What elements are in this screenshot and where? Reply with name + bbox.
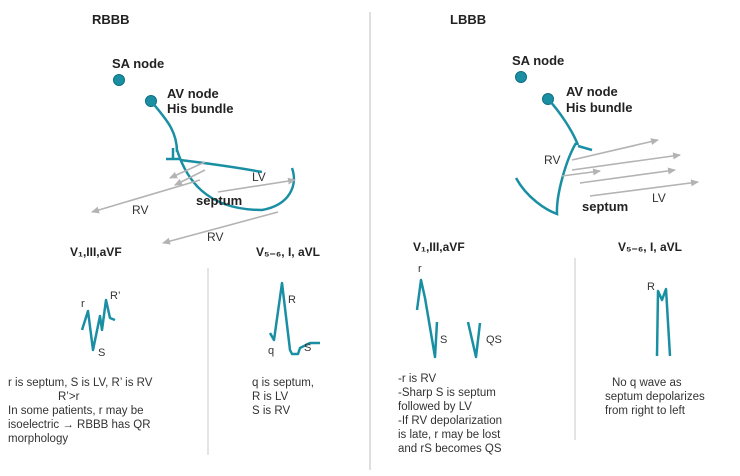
rbbb-v1-wave bbox=[80, 298, 116, 352]
lbbb-note-line-5: is late, r may be lost bbox=[398, 429, 501, 441]
lbbb-qs-wave bbox=[466, 321, 482, 359]
rbbb-his-bundle-label: His bundle bbox=[167, 101, 234, 116]
rbbb-v6-s-label: S bbox=[304, 342, 312, 354]
rbbb-his-bundle-path bbox=[150, 100, 179, 153]
rbbb-lead1-title: V₁,III,aVF bbox=[70, 245, 122, 259]
lbbb-his-bundle-label: His bundle bbox=[566, 100, 633, 115]
lbbb-arrow-1 bbox=[571, 138, 659, 161]
rbbb-sa-node-label: SA node bbox=[112, 56, 165, 71]
rbbb-septum-arrow bbox=[169, 161, 206, 179]
rbbb-lv-label: LV bbox=[252, 170, 266, 184]
rbbb-v1-r-label: r bbox=[81, 298, 85, 310]
lbbb-av-node-label: AV node bbox=[566, 84, 618, 99]
rbbb-note-line-4: isoelectric → RBBB has QR bbox=[8, 419, 151, 431]
lbbb-lead2-note-3: from right to left bbox=[605, 405, 685, 417]
rbbb-rv-arrow-lower bbox=[162, 211, 279, 245]
lbbb-right-bundle-path bbox=[514, 142, 578, 216]
lbbb-lead1-title: V₁,III,aVF bbox=[413, 240, 465, 254]
lbbb-lv-label: LV bbox=[652, 191, 666, 205]
lbbb-note-line-2: -Sharp S is septum bbox=[398, 387, 496, 399]
rbbb-note-line-2: R’>r bbox=[58, 391, 80, 403]
rbbb-sa-node-icon bbox=[113, 74, 125, 86]
lbbb-septum-label: septum bbox=[582, 199, 629, 214]
lbbb-arrow-3 bbox=[579, 167, 676, 184]
rbbb-rv-lower-label: RV bbox=[207, 230, 224, 244]
lbbb-sa-node-label: SA node bbox=[512, 53, 565, 68]
lbbb-rv-label: RV bbox=[544, 153, 561, 167]
rbbb-lead2-title: V₅₋₆, I, aVL bbox=[256, 245, 320, 259]
rbbb-note-line-3: In some patients, r may be bbox=[8, 405, 144, 417]
lbbb-left-bundle-block bbox=[577, 144, 593, 152]
lbbb-sa-node-icon bbox=[515, 71, 527, 83]
rbbb-septum-arrow-2 bbox=[174, 169, 206, 186]
lbbb-lead2-note-1: No q wave as bbox=[612, 377, 682, 389]
lbbb-v6-r-label: R bbox=[647, 281, 655, 293]
rbbb-left-bundle-path bbox=[175, 149, 296, 212]
lbbb-note-line-6: and rS becomes QS bbox=[398, 443, 502, 455]
lbbb-v1-s-label: S bbox=[440, 334, 448, 346]
lbbb-v1-r-label: r bbox=[418, 263, 422, 275]
rbbb-v1-rp-label: R’ bbox=[110, 290, 121, 302]
rbbb-v1-s-label: S bbox=[98, 347, 106, 359]
rbbb-lv-branch-path bbox=[179, 158, 263, 174]
rbbb-note-line-1: r is septum, S is LV, R’ is RV bbox=[8, 377, 153, 389]
rbbb-septum-label: septum bbox=[196, 193, 243, 208]
lbbb-title: LBBB bbox=[450, 12, 487, 27]
rbbb-lv-arrow bbox=[217, 177, 296, 193]
rbbb-lead2-note-3: S is RV bbox=[252, 405, 291, 417]
rbbb-note-line-5: morphology bbox=[8, 433, 69, 445]
lbbb-arrow-5 bbox=[561, 168, 601, 177]
lbbb-arrow-2 bbox=[571, 152, 681, 171]
rbbb-conduction-diagram bbox=[91, 74, 296, 245]
lbbb-qs-label: QS bbox=[486, 334, 502, 346]
lbbb-note-line-1: -r is RV bbox=[398, 373, 437, 385]
rbbb-v6-q-label: q bbox=[268, 345, 275, 357]
rbbb-rv-arrow-upper bbox=[91, 179, 201, 214]
rbbb-v6-wave bbox=[268, 281, 320, 356]
rbbb-title: RBBB bbox=[92, 12, 130, 27]
rbbb-lead2-note-2: R is LV bbox=[252, 391, 289, 403]
lbbb-lead2-title: V₅₋₆, I, aVL bbox=[618, 240, 682, 254]
lbbb-note-line-4: -If RV depolarization bbox=[398, 415, 502, 427]
lbbb-his-bundle-path bbox=[547, 98, 580, 146]
lbbb-v1-wave bbox=[415, 278, 439, 359]
lbbb-v6-wave bbox=[655, 287, 672, 357]
rbbb-rv-upper-label: RV bbox=[132, 203, 149, 217]
lbbb-note-line-3: followed by LV bbox=[398, 401, 472, 413]
rbbb-lead2-note-1: q is septum, bbox=[252, 377, 314, 389]
lbbb-conduction-diagram bbox=[514, 71, 699, 216]
rbbb-av-node-label: AV node bbox=[167, 86, 219, 101]
lbbb-lead2-note-2: septum depolarizes bbox=[605, 391, 705, 403]
rbbb-v6-r-label: R bbox=[288, 294, 296, 306]
lbbb-arrow-4 bbox=[589, 179, 699, 197]
